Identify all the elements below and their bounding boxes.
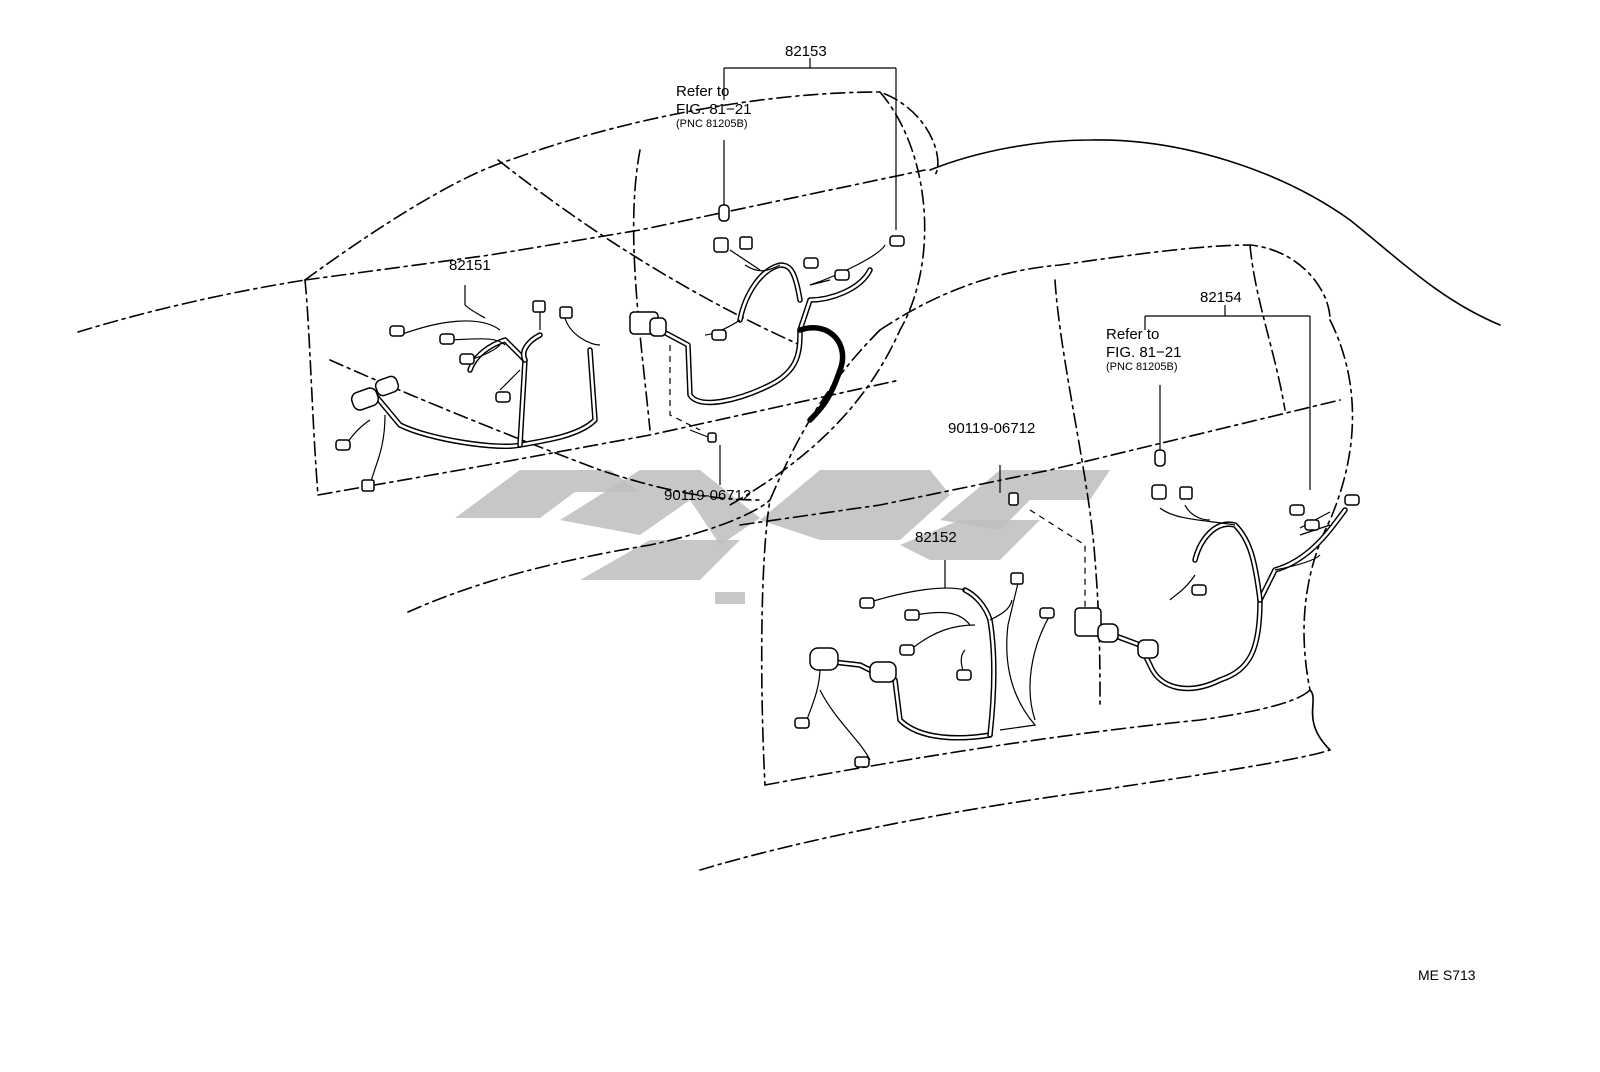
harness-82154	[1008, 385, 1360, 692]
harness-82151	[335, 285, 601, 492]
harness-82153	[629, 140, 905, 443]
label-82152: 82152	[915, 529, 957, 546]
ref-right-line2: FIG. 81−21	[1106, 344, 1181, 361]
left-car-body	[77, 91, 939, 613]
ref-right-line3: (PNC 81205B)	[1106, 361, 1178, 373]
label-82153: 82153	[785, 43, 827, 60]
watermark-logo	[455, 470, 1110, 604]
leader-lines	[719, 58, 1311, 493]
label-screw-left: 90119-06712	[664, 487, 751, 504]
drawing-code: ME S713	[1418, 967, 1476, 983]
ref-right-line1: Refer to	[1106, 326, 1159, 343]
harness-82152	[794, 560, 1055, 768]
label-82154: 82154	[1200, 289, 1242, 306]
part-labels: 82153 82151 82154 82152 90119-06712 9011…	[449, 43, 1476, 983]
ref-left-line3: (PNC 81205B)	[676, 118, 748, 130]
ref-left-line1: Refer to	[676, 83, 729, 100]
label-screw-right: 90119-06712	[948, 420, 1035, 437]
ref-left-line2: FIG. 81−21	[676, 101, 751, 118]
label-82151: 82151	[449, 257, 491, 274]
